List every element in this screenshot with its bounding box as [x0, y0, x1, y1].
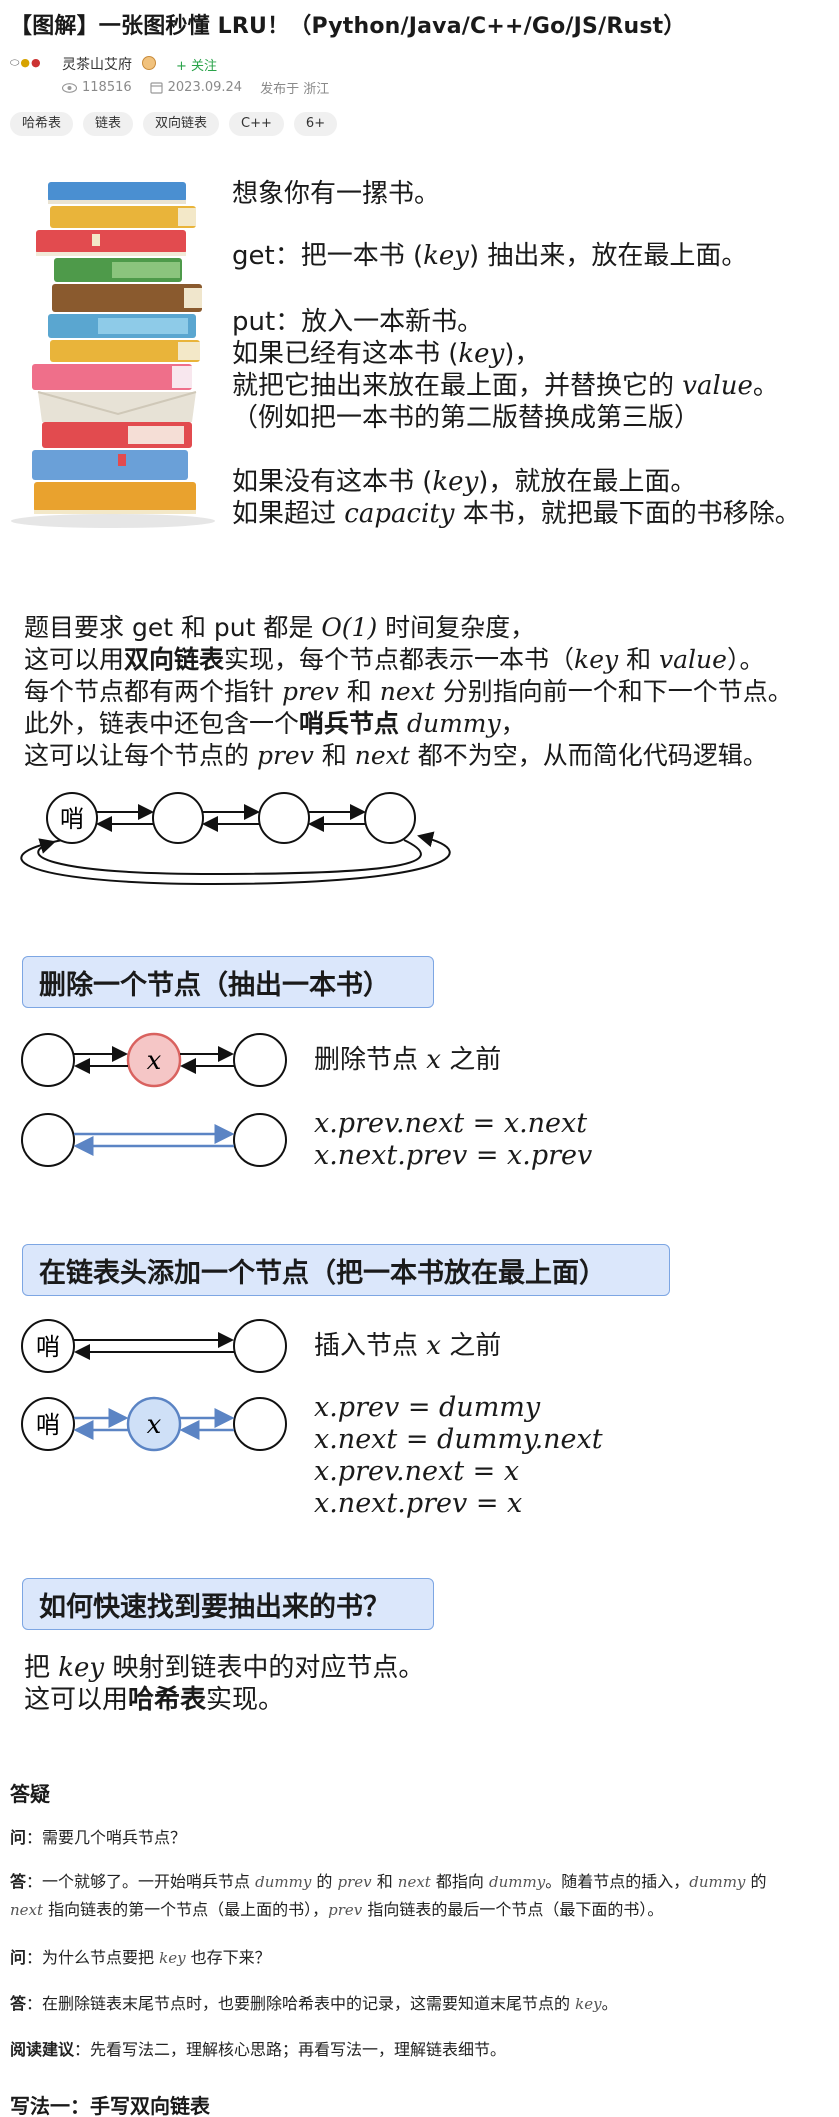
- delete-formula-1: x.prev.next = x.next: [314, 1108, 588, 1139]
- intro-line-3: 每个节点都有两个指针 prev 和 next 分别指向前一个和下一个节点。: [24, 677, 793, 706]
- faq-q2: 问：为什么节点要把 key 也存下来？: [10, 1948, 271, 1967]
- view-count: 118516: [82, 80, 132, 95]
- insert-formula-3: x.prev.next = x: [314, 1456, 520, 1487]
- follow-button[interactable]: + 关注: [176, 59, 218, 74]
- book-line-get: get：把一本书 (key) 抽出来，放在最上面。: [232, 241, 748, 271]
- intro-line-1: 题目要求 get 和 put 都是 O(1) 时间复杂度，: [24, 613, 536, 642]
- calendar-icon: [150, 82, 163, 94]
- faq-a2: 答：在删除链表末尾节点时，也要删除哈希表中的记录，这需要知道末尾节点的 key。: [10, 1994, 618, 2013]
- circular-list-diagram: 哨: [20, 792, 451, 886]
- intro-line-5: 这可以让每个节点的 prev 和 next 都不为空，从而简化代码逻辑。: [24, 741, 768, 770]
- method-1-heading: 写法一：手写双向链表: [10, 2094, 210, 2117]
- delete-diagram-before: x: [21, 1032, 287, 1088]
- eye-icon: [62, 82, 77, 93]
- tag-cpp[interactable]: C++: [229, 112, 284, 136]
- book-line-put: put：放入一本新书。: [232, 307, 484, 337]
- faq-heading: 答疑: [10, 1782, 50, 1806]
- insert-before-caption: 插入节点 x 之前: [314, 1331, 502, 1361]
- tag-more[interactable]: 6+: [293, 112, 338, 136]
- find-line-1: 把 key 映射到链表中的对应节点。: [24, 1653, 425, 1683]
- book-line-exists: 如果已经有这本书 (key)，: [232, 339, 541, 369]
- faq-a1-line2: next 指向链表的第一个节点（最上面的书），prev 指向链表的最后一个节点（…: [10, 1900, 664, 1919]
- publish-date: 2023.09.24: [167, 80, 243, 95]
- insert-formula-2: x.next = dummy.next: [314, 1424, 603, 1455]
- delete-diagram-after: [21, 1113, 287, 1167]
- sentinel-node-label: 哨: [60, 805, 84, 833]
- intro-line-4: 此外，链表中还包含一个哨兵节点 dummy，: [24, 709, 526, 738]
- insert-formula-4: x.next.prev = x: [314, 1488, 523, 1519]
- book-stack-illustration: [11, 182, 215, 528]
- author-name[interactable]: 灵茶山艾府: [62, 57, 132, 73]
- speech-icon: ⬭: [10, 56, 20, 69]
- book-line-replace: 就把它抽出来放在最上面，并替换它的 value。: [232, 371, 779, 401]
- node-x-label: x: [147, 1046, 162, 1076]
- badge-icons: ⬭●●: [10, 56, 41, 70]
- delete-heading: 删除一个节点（抽出一本书）: [22, 956, 434, 1008]
- insert-diagram-before: 哨: [21, 1319, 287, 1373]
- insert-sentinel-label-2: 哨: [36, 1411, 60, 1439]
- tag-list: 哈希表 链表 双向链表 C++ 6+: [10, 112, 338, 136]
- insert-node-x-label: x: [147, 1410, 162, 1440]
- insert-sentinel-label-1: 哨: [36, 1333, 60, 1361]
- author-row: ⬭●●: [10, 52, 41, 74]
- delete-formula-2: x.next.prev = x.prev: [314, 1140, 593, 1171]
- book-line-missing: 如果没有这本书 (key)，就放在最上面。: [232, 467, 697, 497]
- tag-hash-table[interactable]: 哈希表: [10, 112, 74, 136]
- insert-formula-1: x.prev = dummy: [314, 1392, 541, 1423]
- insert-heading: 在链表头添加一个节点（把一本书放在最上面）: [22, 1244, 670, 1296]
- page-title: 【图解】一张图秒懂 LRU！（Python/Java/C++/Go/JS/Rus…: [10, 14, 686, 39]
- book-line-capacity: 如果超过 capacity 本书，就把最下面的书移除。: [232, 499, 801, 529]
- author-avatar-badge: [142, 56, 156, 70]
- faq-a1-line1: 答：一个就够了。一开始哨兵节点 dummy 的 prev 和 next 都指向 …: [10, 1872, 767, 1891]
- book-line-1: 想象你有一摞书。: [232, 179, 441, 209]
- bulb-icon: ●: [20, 56, 31, 69]
- publish-location: 发布于 浙江: [260, 82, 330, 97]
- find-heading: 如何快速找到要抽出来的书？: [22, 1578, 434, 1630]
- faq-q1: 问：需要几个哨兵节点？: [10, 1828, 187, 1847]
- tag-doubly-linked-list[interactable]: 双向链表: [143, 112, 220, 136]
- tag-linked-list[interactable]: 链表: [83, 112, 134, 136]
- delete-before-caption: 删除节点 x 之前: [314, 1045, 502, 1075]
- stats-row: 118516 2023.09.24 发布于 浙江: [62, 78, 329, 97]
- intro-line-2: 这可以用双向链表实现，每个节点都表示一本书（key 和 value）。: [24, 645, 765, 674]
- faq-reading-tip: 阅读建议：先看写法二，理解核心思路；再看写法一，理解链表细节。: [10, 2040, 507, 2059]
- insert-diagram-after: 哨 x: [21, 1396, 287, 1452]
- book-line-example: （例如把一本书的第二版替换成第三版）: [232, 403, 701, 433]
- find-line-2: 这可以用哈希表实现。: [24, 1685, 285, 1715]
- pin-icon: ●: [31, 56, 41, 69]
